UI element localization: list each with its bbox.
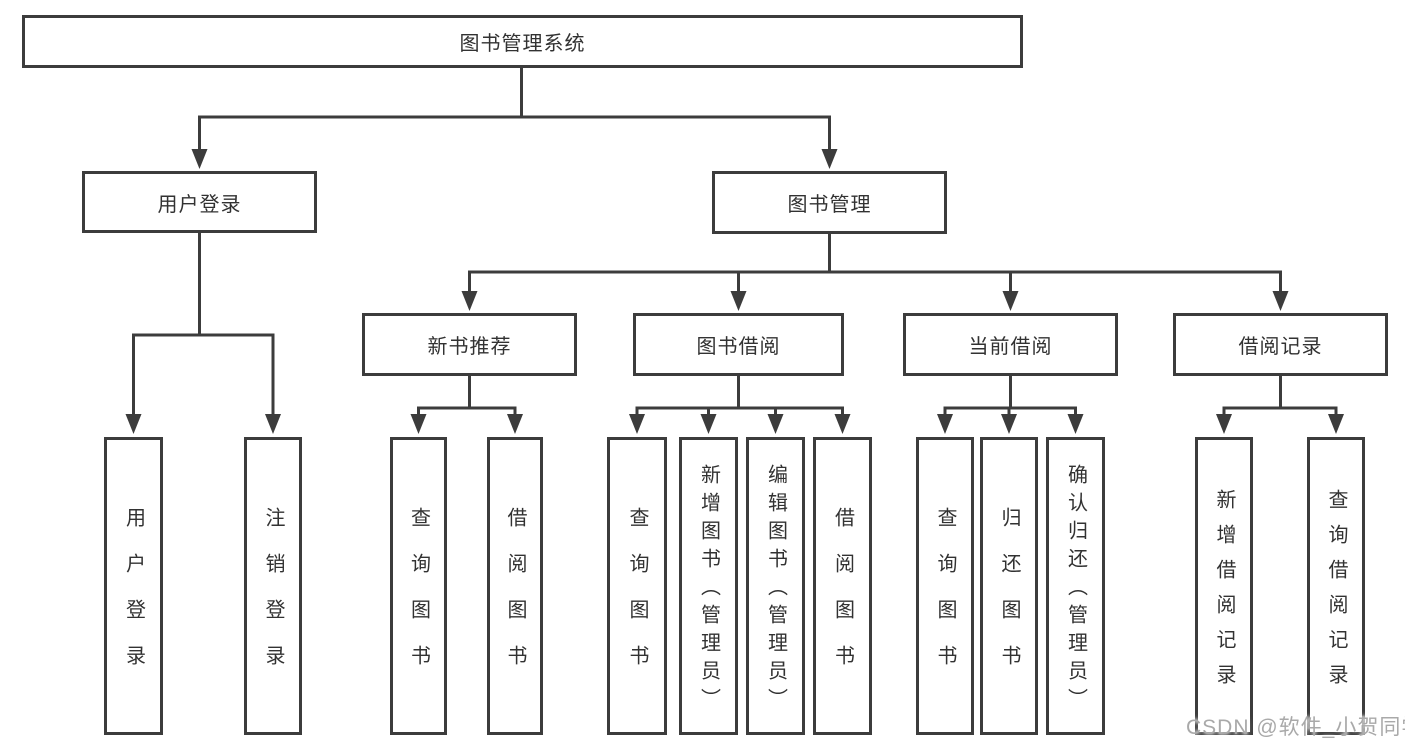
leaf-cb-confirm-return-admin-label: 确认归还（管理员） bbox=[1064, 464, 1087, 716]
leaf-user-login: 用户登录 bbox=[104, 437, 163, 735]
node-root-label: 图书管理系统 bbox=[459, 33, 586, 55]
leaf-nb-query-book: 查询图书 bbox=[390, 437, 447, 735]
leaf-bb-add-book-admin-label: 新增图书（管理员） bbox=[697, 464, 720, 716]
node-current-borrow-label: 当前借阅 bbox=[968, 336, 1053, 358]
node-book-borrow: 图书借阅 bbox=[633, 313, 844, 376]
leaf-br-query-record-label: 查询借阅记录 bbox=[1325, 488, 1347, 699]
leaf-bb-query-book-label: 查询图书 bbox=[626, 507, 648, 691]
leaf-cb-query-book: 查询图书 bbox=[916, 437, 974, 735]
node-user-login: 用户登录 bbox=[82, 171, 317, 233]
leaf-cb-query-book-label: 查询图书 bbox=[934, 507, 956, 691]
leaf-bb-query-book: 查询图书 bbox=[607, 437, 667, 735]
leaf-cb-confirm-return-admin: 确认归还（管理员） bbox=[1046, 437, 1105, 735]
node-current-borrow: 当前借阅 bbox=[903, 313, 1118, 376]
node-new-book-recommend: 新书推荐 bbox=[362, 313, 577, 376]
leaf-logout-label: 注销登录 bbox=[262, 507, 284, 691]
leaf-user-login-label: 用户登录 bbox=[122, 507, 145, 691]
leaf-bb-borrow-book-label: 借阅图书 bbox=[831, 507, 854, 691]
leaf-br-add-record-label: 新增借阅记录 bbox=[1213, 488, 1235, 699]
leaf-nb-borrow-book: 借阅图书 bbox=[487, 437, 543, 735]
leaf-cb-return-book: 归还图书 bbox=[980, 437, 1038, 735]
leaf-logout: 注销登录 bbox=[244, 437, 302, 735]
csdn-watermark: CSDN @软件_小贺同学 bbox=[1186, 716, 1405, 739]
node-book-borrow-label: 图书借阅 bbox=[696, 336, 781, 358]
leaf-br-add-record: 新增借阅记录 bbox=[1195, 437, 1253, 735]
leaf-nb-query-book-label: 查询图书 bbox=[407, 507, 430, 691]
leaf-bb-edit-book-admin-label: 编辑图书（管理员） bbox=[764, 464, 787, 716]
leaf-bb-borrow-book: 借阅图书 bbox=[813, 437, 872, 735]
leaf-bb-add-book-admin: 新增图书（管理员） bbox=[679, 437, 738, 735]
node-user-login-label: 用户登录 bbox=[157, 193, 242, 216]
leaf-nb-borrow-book-label: 借阅图书 bbox=[504, 507, 526, 691]
node-root: 图书管理系统 bbox=[22, 15, 1023, 68]
node-borrow-record-label: 借阅记录 bbox=[1238, 336, 1323, 358]
node-borrow-record: 借阅记录 bbox=[1173, 313, 1388, 376]
node-book-management: 图书管理 bbox=[712, 171, 947, 234]
leaf-bb-edit-book-admin: 编辑图书（管理员） bbox=[746, 437, 805, 735]
leaf-cb-return-book-label: 归还图书 bbox=[998, 507, 1020, 691]
leaf-br-query-record: 查询借阅记录 bbox=[1307, 437, 1365, 735]
node-book-management-label: 图书管理 bbox=[787, 194, 872, 216]
node-new-book-recommend-label: 新书推荐 bbox=[427, 336, 512, 358]
